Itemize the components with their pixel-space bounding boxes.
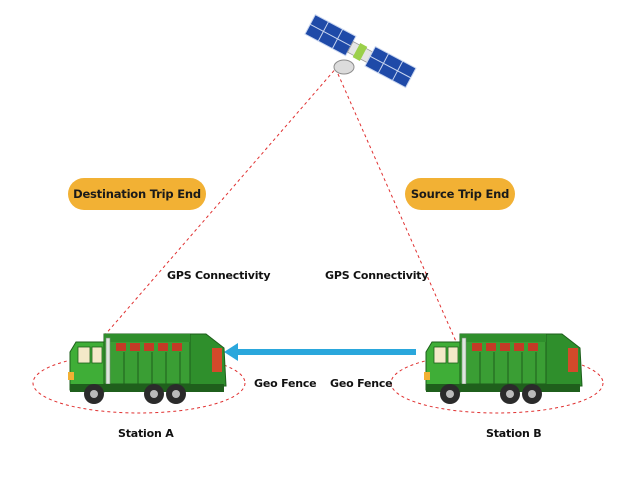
geo-fence-label-b: Geo Fence bbox=[330, 377, 393, 390]
arrow-left-icon bbox=[224, 343, 416, 361]
geo-fence-b bbox=[390, 352, 604, 414]
gps-connectivity-label-right: GPS Connectivity bbox=[325, 269, 429, 282]
source-trip-end-badge: Source Trip End bbox=[405, 178, 515, 210]
station-a-label: Station A bbox=[118, 427, 174, 440]
station-b-label: Station B bbox=[486, 427, 542, 440]
gps-connectivity-label-left: GPS Connectivity bbox=[167, 269, 271, 282]
garbage-truck-icon bbox=[423, 333, 583, 405]
garbage-truck-icon bbox=[67, 333, 227, 405]
geo-fence-a bbox=[32, 352, 246, 414]
satellite-icon bbox=[304, 13, 417, 89]
destination-trip-end-badge: Destination Trip End bbox=[68, 178, 206, 210]
gps-link-right bbox=[337, 73, 459, 347]
geo-fence-label-a: Geo Fence bbox=[254, 377, 317, 390]
